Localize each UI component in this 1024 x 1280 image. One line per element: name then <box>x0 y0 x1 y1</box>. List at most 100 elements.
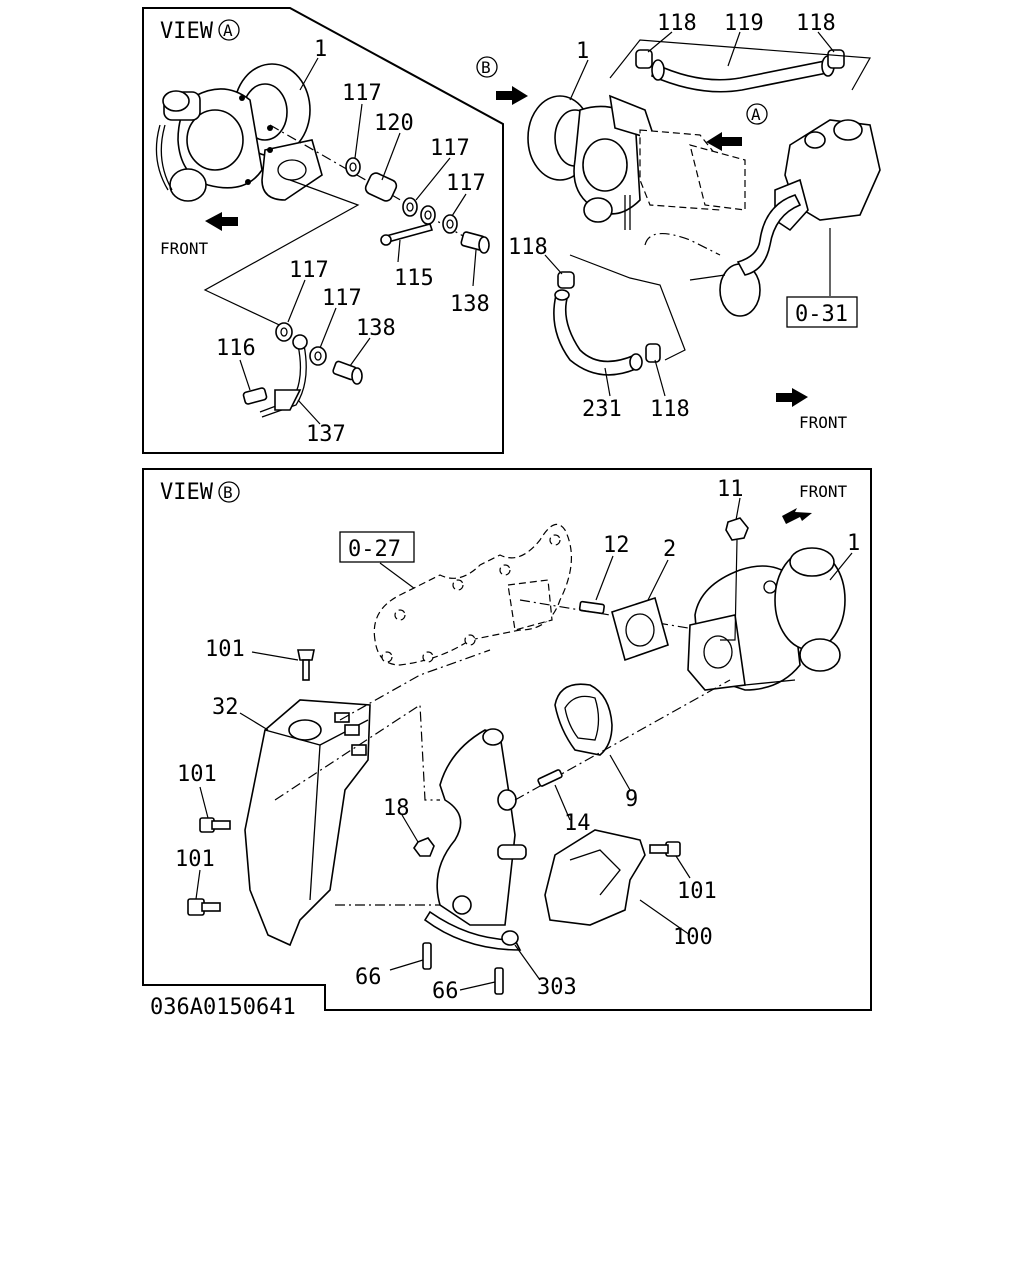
part-label: 119 <box>724 11 764 36</box>
part-label: 118 <box>796 11 836 36</box>
ref-box-0-27-label: 0-27 <box>348 537 401 562</box>
clamp-118-bottom <box>645 343 661 363</box>
view-b-title-marker-circle <box>218 481 240 503</box>
view-b-inset: VIEW B FRONT 0-27 <box>160 477 860 1004</box>
water-outlet-housing <box>719 119 881 317</box>
heat-shield-32 <box>244 699 371 947</box>
gasket-2 <box>611 596 669 662</box>
view-a-arrow <box>706 132 742 151</box>
bolt-101-top <box>297 649 315 681</box>
part-label: 9 <box>625 787 638 812</box>
washer-117-f <box>309 346 327 366</box>
main-assembly: B A <box>476 11 881 432</box>
bolt-101-left <box>199 817 231 833</box>
main-front-arrow <box>776 388 808 407</box>
view-a-assembly-outline <box>203 179 360 331</box>
part-label: 101 <box>177 762 217 787</box>
part-label: 138 <box>356 316 396 341</box>
part-label: 12 <box>603 533 630 558</box>
part-label: 66 <box>355 965 382 990</box>
oil-pipe-137 <box>259 334 308 418</box>
washer-117-c <box>420 205 436 225</box>
part-label: 101 <box>175 847 215 872</box>
bolt-138-b <box>332 360 363 385</box>
view-a-front-arrow <box>205 212 238 231</box>
water-hose-119 <box>651 55 835 93</box>
part-label: 100 <box>673 925 713 950</box>
bolt-138-a <box>460 231 490 254</box>
ref-box-0-31 <box>786 296 858 328</box>
stud-12 <box>578 600 605 615</box>
view-b-front-label: FRONT <box>799 482 848 501</box>
part-label: 1 <box>847 531 860 556</box>
view-b-panel-frame <box>142 468 872 1011</box>
view-b-title: VIEW <box>160 480 214 505</box>
part-label: 11 <box>717 477 744 502</box>
insulator-100 <box>497 829 646 926</box>
part-label: 14 <box>564 811 591 836</box>
view-b-title-marker: B <box>223 483 233 502</box>
ref-box-0-31-label: 0-31 <box>795 302 848 327</box>
part-label: 117 <box>342 81 382 106</box>
view-b-marker: B <box>481 58 491 77</box>
diagram-code: 036A0150641 <box>150 995 296 1020</box>
view-b-front-arrow <box>782 508 812 524</box>
manifold-outline <box>639 129 746 211</box>
part-label: 118 <box>657 11 697 36</box>
stud-14 <box>537 769 563 787</box>
part-label: 117 <box>446 171 486 196</box>
hose-231 <box>553 289 643 376</box>
sleeve-120 <box>364 172 398 202</box>
washer-117-d <box>442 214 458 234</box>
eye-bolt-115 <box>380 223 434 246</box>
stud-66-a <box>422 942 432 970</box>
clamp-118-top-right <box>827 49 845 69</box>
part-label: 117 <box>430 136 470 161</box>
stud-66-b <box>494 967 504 995</box>
part-label: 101 <box>205 637 245 662</box>
part-label: 66 <box>432 979 459 1004</box>
bolt-116 <box>242 387 268 405</box>
view-b-marker-circle <box>476 56 498 78</box>
part-label: 231 <box>582 397 622 422</box>
part-label: 18 <box>383 796 410 821</box>
part-label: 115 <box>394 266 434 291</box>
view-a-marker-main: A <box>751 105 761 124</box>
view-a-title: VIEW <box>160 19 214 44</box>
clamp-118-top-left <box>635 49 653 69</box>
part-label: 118 <box>508 235 548 260</box>
turbocharger-view-a <box>155 63 323 202</box>
part-label: 117 <box>289 258 329 283</box>
exhaust-manifold-outline <box>373 523 573 666</box>
view-a-marker-circle <box>218 19 240 41</box>
part-label: 303 <box>537 975 577 1000</box>
bracket-303 <box>423 910 522 951</box>
part-label: 101 <box>677 879 717 904</box>
clamp-118-left <box>557 271 575 289</box>
part-label: 1 <box>314 37 327 62</box>
part-label: 1 <box>576 39 589 64</box>
part-label: 138 <box>450 292 490 317</box>
exhaust-cover <box>436 728 517 926</box>
bolt-101-bottom-left <box>187 898 221 916</box>
turbocharger-main <box>527 94 657 230</box>
part-label: 118 <box>650 397 690 422</box>
part-label: 116 <box>216 336 256 361</box>
view-a-inset: VIEW A FRONT <box>155 19 490 447</box>
view-a-panel-frame <box>142 7 504 454</box>
gasket-9 <box>554 683 613 756</box>
washer-117-e <box>275 322 293 342</box>
ref-box-0-27 <box>339 531 415 563</box>
view-a-front-label: FRONT <box>160 239 209 258</box>
part-label: 120 <box>374 111 414 136</box>
view-a-marker: A <box>223 21 233 40</box>
part-label: 137 <box>306 422 346 447</box>
nut-18 <box>413 837 435 857</box>
turbocharger-view-b <box>687 547 846 691</box>
main-front-label: FRONT <box>799 413 848 432</box>
washer-117-b <box>402 197 418 217</box>
part-label: 2 <box>663 537 676 562</box>
view-a-marker-circle-main <box>746 103 768 125</box>
nut-11 <box>725 517 749 541</box>
